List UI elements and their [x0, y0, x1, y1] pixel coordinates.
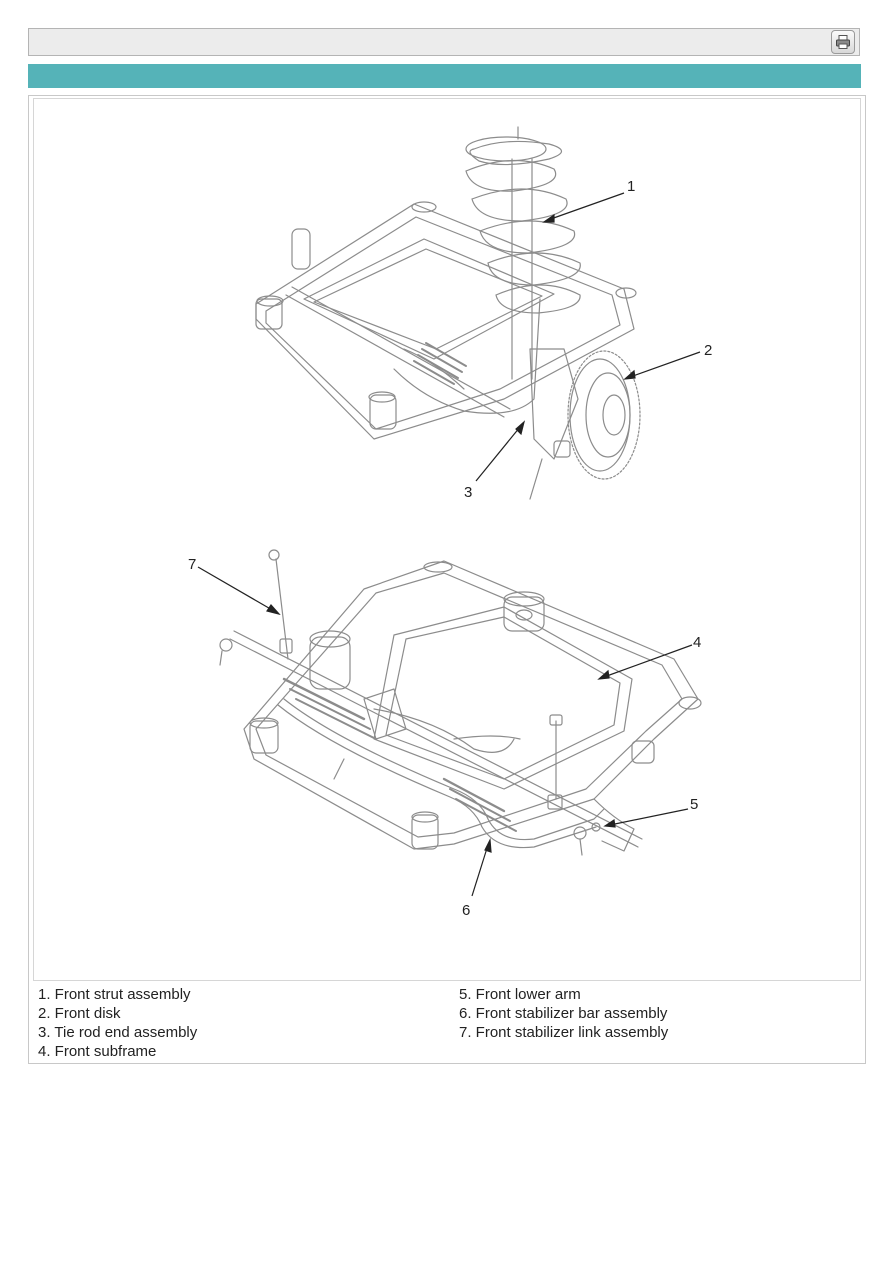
callout-6: 6 [462, 902, 470, 919]
suspension-illustration: 1 2 3 4 5 6 7 [33, 98, 861, 981]
printer-icon [836, 35, 850, 49]
callout-3: 3 [464, 484, 472, 501]
callout-4: 4 [693, 634, 701, 651]
legend-item: 1. Front strut assembly [38, 986, 191, 1003]
parts-legend: 1. Front strut assembly 2. Front disk 3.… [29, 984, 865, 1062]
figure-panel: 1 2 3 4 5 6 7 1. Front strut assembly 2.… [28, 95, 866, 1064]
toolbar [28, 28, 860, 56]
callout-7: 7 [188, 556, 196, 573]
lower-subframe [219, 549, 702, 856]
legend-item: 5. Front lower arm [459, 986, 581, 1003]
legend-item: 6. Front stabilizer bar assembly [459, 1005, 668, 1022]
legend-item: 7. Front stabilizer link assembly [459, 1024, 669, 1041]
callout-5: 5 [690, 796, 698, 813]
legend-item: 4. Front subframe [38, 1043, 157, 1060]
legend-item: 3. Tie rod end assembly [38, 1024, 198, 1041]
section-banner [28, 64, 861, 88]
legend-item: 2. Front disk [38, 1005, 121, 1022]
callout-1: 1 [627, 178, 635, 195]
callout-2: 2 [704, 342, 712, 359]
suspension-drawing: 1 2 3 4 5 6 7 [188, 126, 712, 919]
upper-subframe [255, 126, 641, 500]
print-button[interactable] [831, 30, 855, 54]
